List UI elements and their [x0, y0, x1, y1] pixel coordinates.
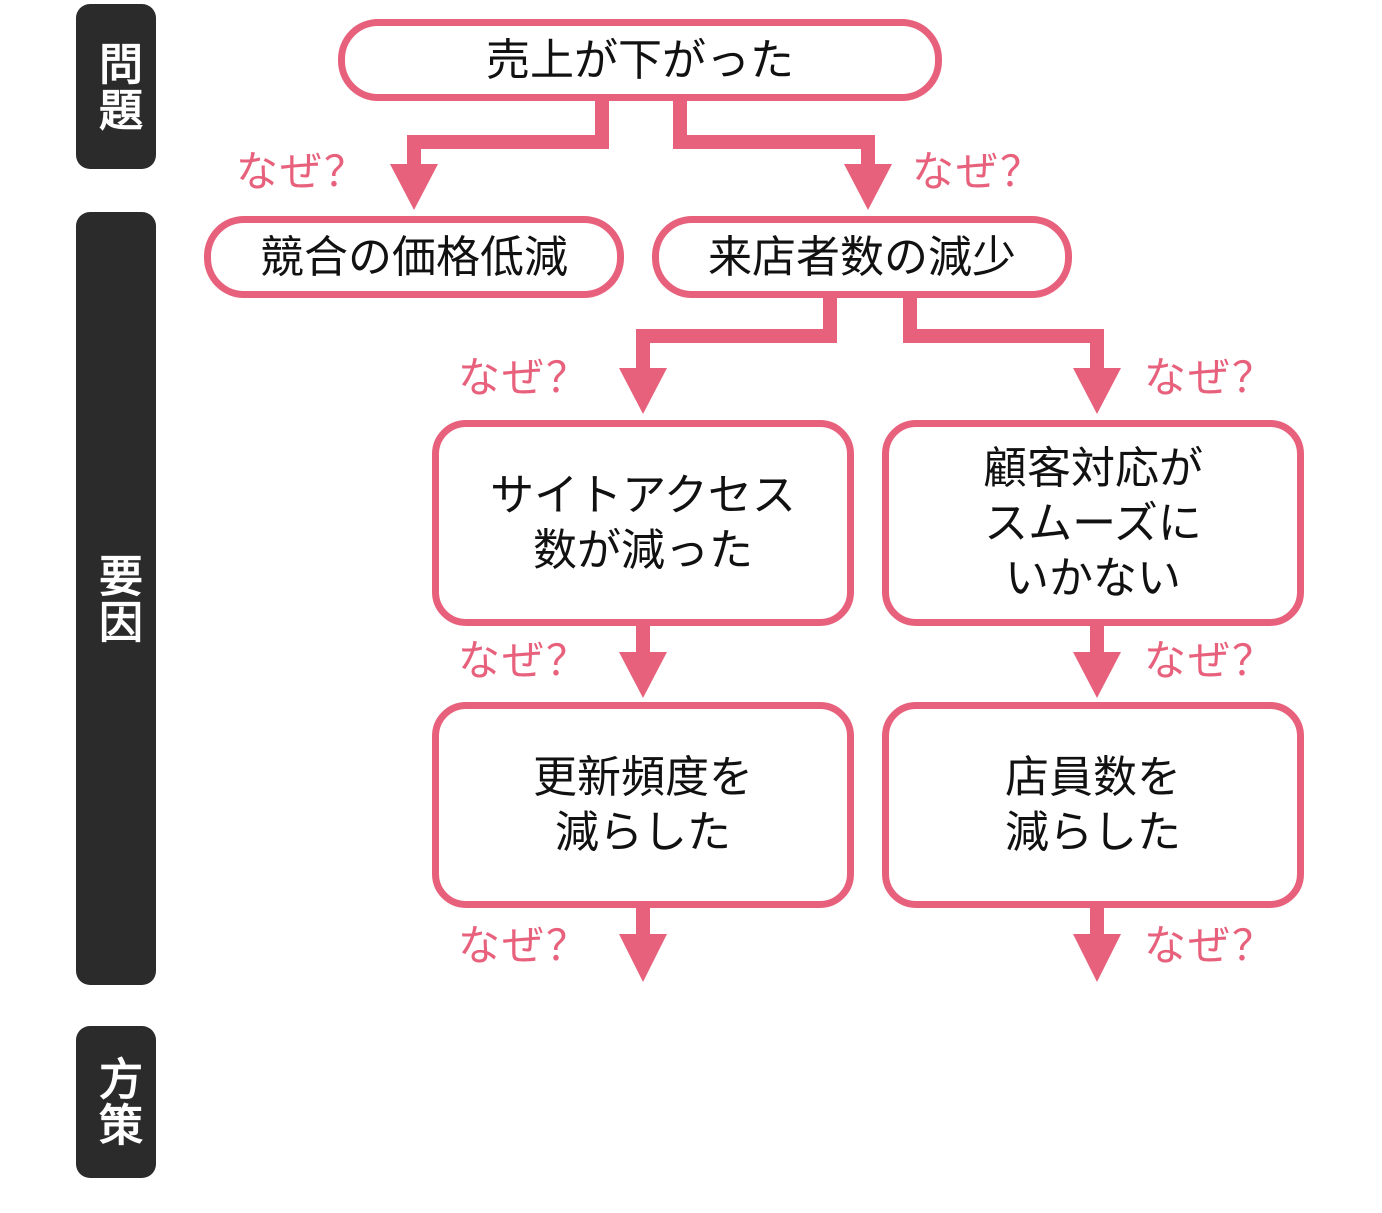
connector-root-to-price — [407, 98, 609, 168]
node-site-access: サイトアクセス 数が減った — [432, 420, 854, 626]
why-label-update: なぜ？ — [458, 921, 591, 970]
category-measure-text: 方策 — [91, 1056, 142, 1148]
connector-visitor-to-site — [636, 296, 837, 372]
node-update-frequency-text: 更新頻度を 減らした — [533, 752, 753, 858]
node-visitor-drop-text: 来店者数の減少 — [708, 231, 1016, 283]
arrowhead-service — [1073, 368, 1121, 414]
node-visitor-drop: 来店者数の減少 — [652, 216, 1072, 298]
arrowhead-staff — [1073, 652, 1121, 698]
category-problem-text: 問題 — [91, 40, 142, 133]
connector-root-to-visitor — [673, 98, 875, 168]
category-cause-text: 要因 — [91, 552, 142, 645]
category-cause: 要因 — [76, 212, 156, 985]
why-label-root-left: なぜ？ — [236, 147, 369, 196]
node-staff-count: 店員数を 減らした — [882, 702, 1304, 908]
why-label-staff: なぜ？ — [1144, 921, 1277, 970]
node-update-frequency: 更新頻度を 減らした — [432, 702, 854, 908]
why-label-visitor-left: なぜ？ — [458, 353, 591, 402]
connector-visitor-to-service — [903, 296, 1104, 372]
node-staff-count-text: 店員数を 減らした — [1005, 752, 1181, 858]
arrowhead-update — [619, 652, 667, 698]
arrowhead-staff-next — [1073, 934, 1121, 982]
node-price-drop: 競合の価格低減 — [204, 216, 624, 298]
arrowhead-update-next — [619, 934, 667, 982]
node-customer-service: 顧客対応が スムーズに いかない — [882, 420, 1304, 626]
why-label-site: なぜ？ — [458, 636, 591, 685]
node-root: 売上が下がった — [338, 19, 942, 101]
arrowhead-site — [619, 368, 667, 414]
category-measure: 方策 — [76, 1026, 156, 1178]
why-label-root-right: なぜ？ — [912, 147, 1045, 196]
why-label-visitor-right: なぜ？ — [1144, 353, 1277, 402]
node-customer-service-text: 顧客対応が スムーズに いかない — [983, 442, 1203, 604]
node-root-text: 売上が下がった — [486, 34, 794, 86]
category-problem: 問題 — [76, 4, 156, 169]
why-label-service: なぜ？ — [1144, 636, 1277, 685]
arrowhead-price — [390, 164, 438, 210]
node-site-access-text: サイトアクセス 数が減った — [490, 470, 796, 576]
node-price-drop-text: 競合の価格低減 — [260, 231, 568, 283]
arrowhead-visitor — [844, 164, 892, 210]
